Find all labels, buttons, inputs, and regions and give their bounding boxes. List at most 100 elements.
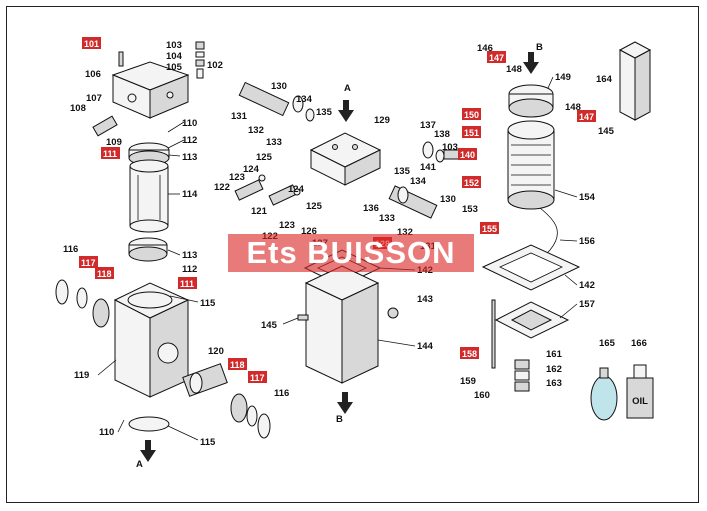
arrow-b-right-label: B [536, 42, 543, 53]
callout-106: 106 [85, 69, 101, 80]
bottle-165 [590, 367, 618, 421]
screw-101 [118, 51, 124, 67]
callout-148-upper: 148 [506, 64, 522, 75]
valve-block-129 [309, 132, 382, 186]
callout-140: 140 [460, 150, 475, 160]
callout-152: 152 [464, 178, 479, 188]
callout-160: 160 [474, 390, 490, 401]
callout-124-lower: 124 [288, 184, 305, 195]
callout-150: 150 [464, 110, 479, 120]
callout-118-right: 118 [230, 360, 245, 370]
callout-117-left: 117 [81, 258, 96, 268]
oil-text: OIL [632, 396, 648, 407]
right-labels: 146 147 148 B 149 150 151 148 147 145 15… [460, 42, 647, 401]
callout-149: 149 [555, 72, 571, 83]
callout-156: 156 [579, 236, 595, 247]
seals-right [230, 393, 271, 439]
callout-120: 120 [208, 346, 224, 357]
callout-144: 144 [417, 341, 434, 352]
callout-111: 111 [103, 149, 117, 159]
callout-119: 119 [74, 370, 89, 381]
tank-144 [304, 265, 380, 384]
parts-161-163 [514, 359, 530, 392]
callout-124-upper: 124 [243, 164, 260, 175]
callout-122-upper: 122 [214, 182, 230, 193]
callout-118-left: 118 [97, 269, 112, 279]
gasket-142-right [481, 244, 581, 291]
fitting-108 [92, 115, 118, 137]
callout-103: 103 [166, 40, 182, 51]
arrow-a-left-label: A [136, 459, 143, 470]
callout-131-left: 131 [231, 111, 248, 122]
watermark-banner: Ets BUISSON [228, 234, 474, 272]
callout-116-right: 116 [274, 388, 289, 399]
motor-cap-149 [508, 84, 554, 118]
callout-123-lower: 123 [279, 220, 295, 231]
callout-132-left: 132 [248, 125, 264, 136]
arrow-b-right [523, 52, 539, 74]
screw-159-160 [491, 299, 496, 369]
valve-block-top [111, 61, 190, 119]
arrow-a-center-label: A [344, 83, 351, 94]
callout-135-left: 135 [316, 107, 333, 118]
callout-117-right: 117 [250, 373, 265, 383]
callout-116-left: 116 [63, 244, 78, 255]
callout-104: 104 [166, 51, 183, 62]
callout-137: 137 [420, 120, 436, 131]
parts-137-141 [422, 141, 463, 163]
callout-145-center: 145 [261, 320, 278, 331]
callout-125-upper: 125 [256, 152, 273, 163]
callout-164: 164 [596, 74, 613, 85]
callout-130-left: 130 [271, 81, 287, 92]
oring-115-bottom [128, 416, 170, 432]
callout-165: 165 [599, 338, 616, 349]
red-label-boxes [79, 37, 596, 383]
callout-155: 155 [482, 224, 497, 234]
callout-109: 109 [106, 137, 122, 148]
callout-114: 114 [182, 189, 198, 200]
callout-115-upper: 115 [200, 298, 216, 309]
callout-102: 102 [207, 60, 223, 71]
callout-143: 143 [417, 294, 433, 305]
callout-133-right: 133 [379, 213, 395, 224]
arrow-a-center [338, 100, 354, 122]
callout-121: 121 [251, 206, 268, 217]
callout-148-lower: 148 [565, 102, 581, 113]
callout-113: 113 [182, 152, 197, 163]
callout-112: 112 [182, 135, 197, 146]
filter-cylinder-114 [129, 159, 169, 233]
callout-135-right: 135 [394, 166, 411, 177]
valve-130-left [238, 81, 315, 122]
callout-110-lower: 110 [99, 427, 114, 438]
callout-146: 146 [477, 43, 493, 54]
callout-147-upper: 147 [489, 53, 504, 63]
callout-166: 166 [631, 338, 647, 349]
callout-125-lower: 125 [306, 201, 323, 212]
shaft-120 [182, 363, 228, 397]
callout-147-lower: 147 [579, 112, 594, 122]
pump-block-119 [113, 282, 190, 398]
left-labels: 101 102 103 104 105 106 107 108 109 110 … [63, 39, 289, 470]
callout-134-right: 134 [410, 176, 427, 187]
callout-129: 129 [374, 115, 390, 126]
callout-154: 154 [579, 192, 596, 203]
module-164 [618, 41, 652, 121]
callout-101: 101 [84, 39, 99, 49]
screw-stack-102 [195, 41, 205, 79]
callout-159: 159 [460, 376, 476, 387]
arrow-b-center [337, 392, 353, 414]
oil-bottle-166: OIL [626, 364, 654, 419]
callout-134-left: 134 [296, 94, 313, 105]
callout-132-right: 132 [397, 227, 413, 238]
callout-123-upper: 123 [229, 172, 245, 183]
arrow-b-center-label: B [336, 414, 343, 425]
callout-161: 161 [546, 349, 563, 360]
callout-105: 105 [166, 62, 183, 73]
callout-145-right: 145 [598, 126, 615, 137]
valve-130-right [388, 185, 438, 219]
callout-157: 157 [579, 299, 595, 310]
arrow-a-left [140, 440, 156, 462]
callout-130-right: 130 [440, 194, 456, 205]
callout-103-center: 103 [442, 142, 458, 153]
